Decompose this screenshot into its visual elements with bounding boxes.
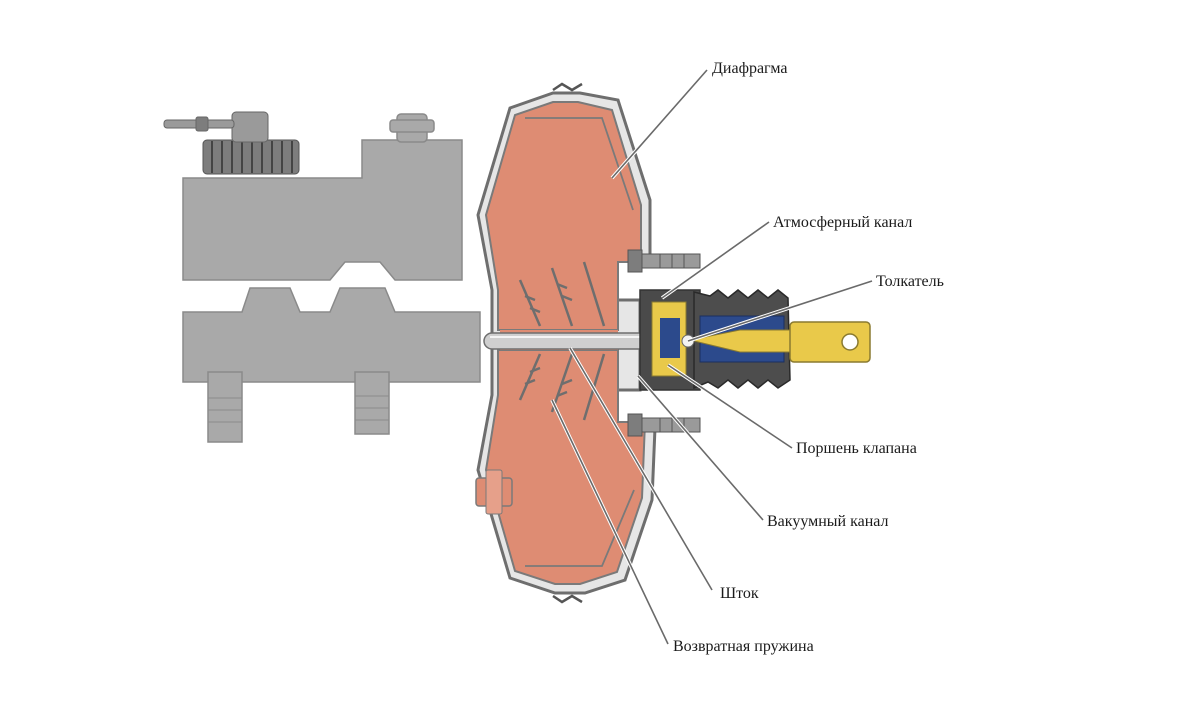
master-cylinder <box>182 113 481 443</box>
outlet-fitting-left <box>207 371 243 443</box>
label-vacuum-channel: Вакуумный канал <box>767 513 889 530</box>
label-atmospheric-channel: Атмосферный канал <box>773 214 913 231</box>
label-return-spring: Возвратная пружина <box>673 638 814 655</box>
cylinder-bore <box>182 287 481 383</box>
pusher-clevis <box>789 321 871 363</box>
reservoir-tank <box>182 139 463 281</box>
valve-assembly <box>681 315 791 363</box>
label-rod: Шток <box>720 585 759 602</box>
level-sensor <box>163 111 269 143</box>
leader-lines <box>550 68 873 645</box>
label-diaphragm: Диафрагма <box>712 60 788 77</box>
vacuum-check-valve <box>475 469 513 515</box>
label-pusher: Толкатель <box>876 273 944 290</box>
outlet-fitting-right <box>354 371 390 435</box>
reservoir-gear-cap <box>202 139 300 175</box>
return-springs <box>518 261 606 421</box>
valve-body <box>639 289 701 391</box>
push-rod <box>483 332 665 350</box>
reservoir-cap-right-rim <box>389 119 435 133</box>
label-valve-piston: Поршень клапана <box>796 440 917 457</box>
